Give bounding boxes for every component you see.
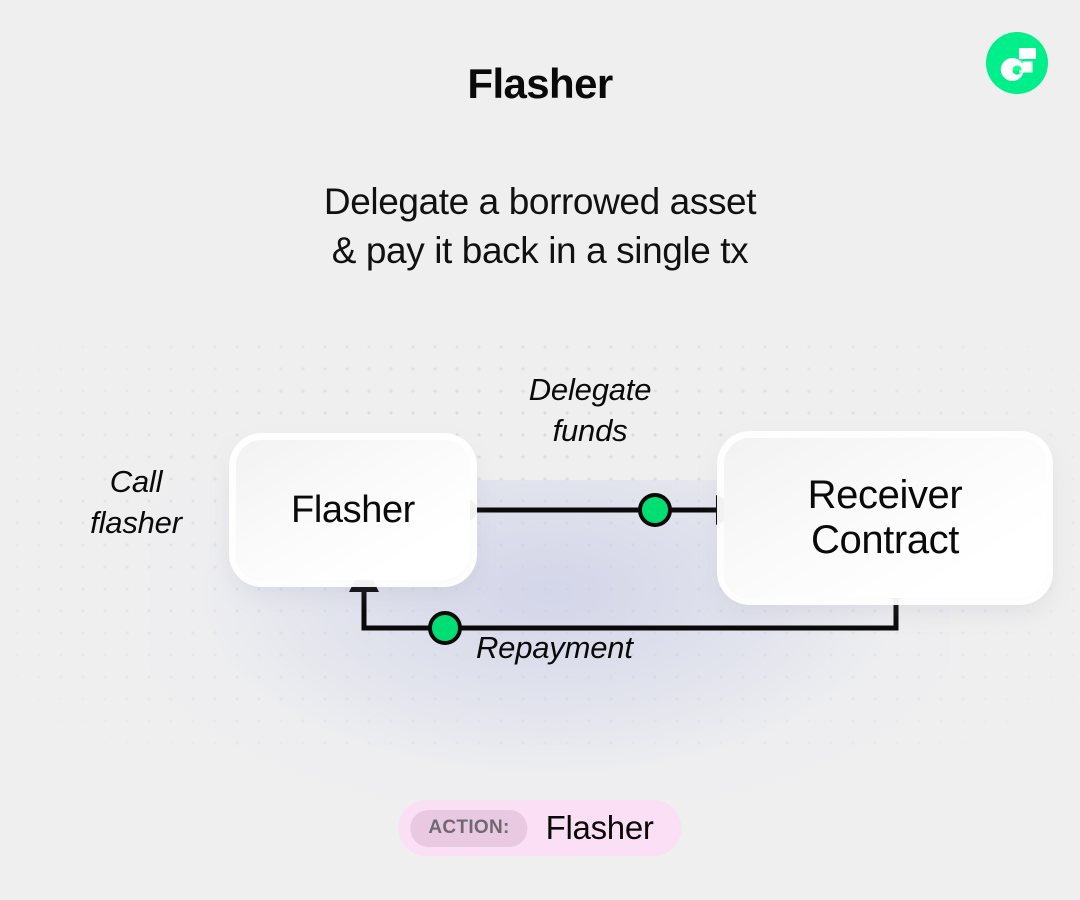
node-receiver-contract[interactable]: Receiver Contract (724, 438, 1046, 598)
flow-logo[interactable] (986, 32, 1048, 94)
label-call-flasher: Call flasher (90, 464, 182, 540)
action-badge[interactable]: ACTION: Flasher (398, 800, 682, 856)
edge-repayment-line (361, 592, 899, 631)
node-flasher[interactable]: Flasher (236, 440, 470, 580)
edge-repayment-green-node (428, 611, 462, 645)
logo-circle (986, 32, 1048, 94)
label-delegate-funds: Delegate funds (528, 372, 652, 448)
flow-logo-mark (1000, 48, 1036, 81)
flow-diagram: Flasher Receiver Contract Call flasher D… (0, 330, 1080, 800)
page-subtitle: Delegate a borrowed asset & pay it back … (323, 181, 757, 271)
action-tag-label: ACTION: (410, 809, 528, 847)
label-repayment: Repayment (476, 630, 633, 665)
page-title: Flasher (467, 60, 613, 107)
action-value: Flasher (545, 809, 654, 846)
edge-delegate-green-node (638, 493, 672, 527)
